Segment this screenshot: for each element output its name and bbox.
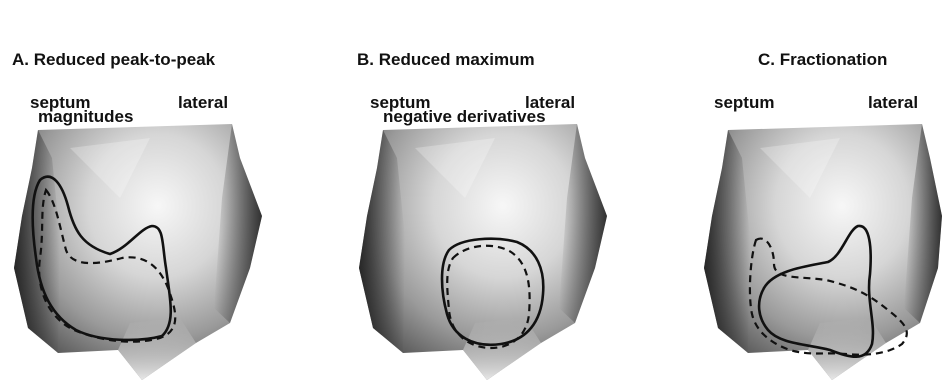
panel-a-title-line1: A. Reduced peak-to-peak [12,50,215,69]
panel-a-lateral-label: lateral [178,93,228,113]
panel-b: B. Reduced maximum negative derivatives … [345,0,645,386]
panel-c: C. Fractionation septum lateral [690,0,944,386]
panel-a-septum-label: septum [30,93,90,113]
panel-b-septum-label: septum [370,93,430,113]
panel-b-title-line1: B. Reduced maximum [357,50,546,69]
panel-c-heart-image [690,118,944,386]
panel-a-heart-image [0,118,270,386]
panel-c-lateral-label: lateral [868,93,918,113]
panel-b-lateral-label: lateral [525,93,575,113]
panel-b-heart-image [345,118,615,386]
panel-a: A. Reduced peak-to-peak magnitudes septu… [0,0,300,386]
panel-c-septum-label: septum [714,93,774,113]
panel-c-title-line1: C. Fractionation [758,50,887,69]
